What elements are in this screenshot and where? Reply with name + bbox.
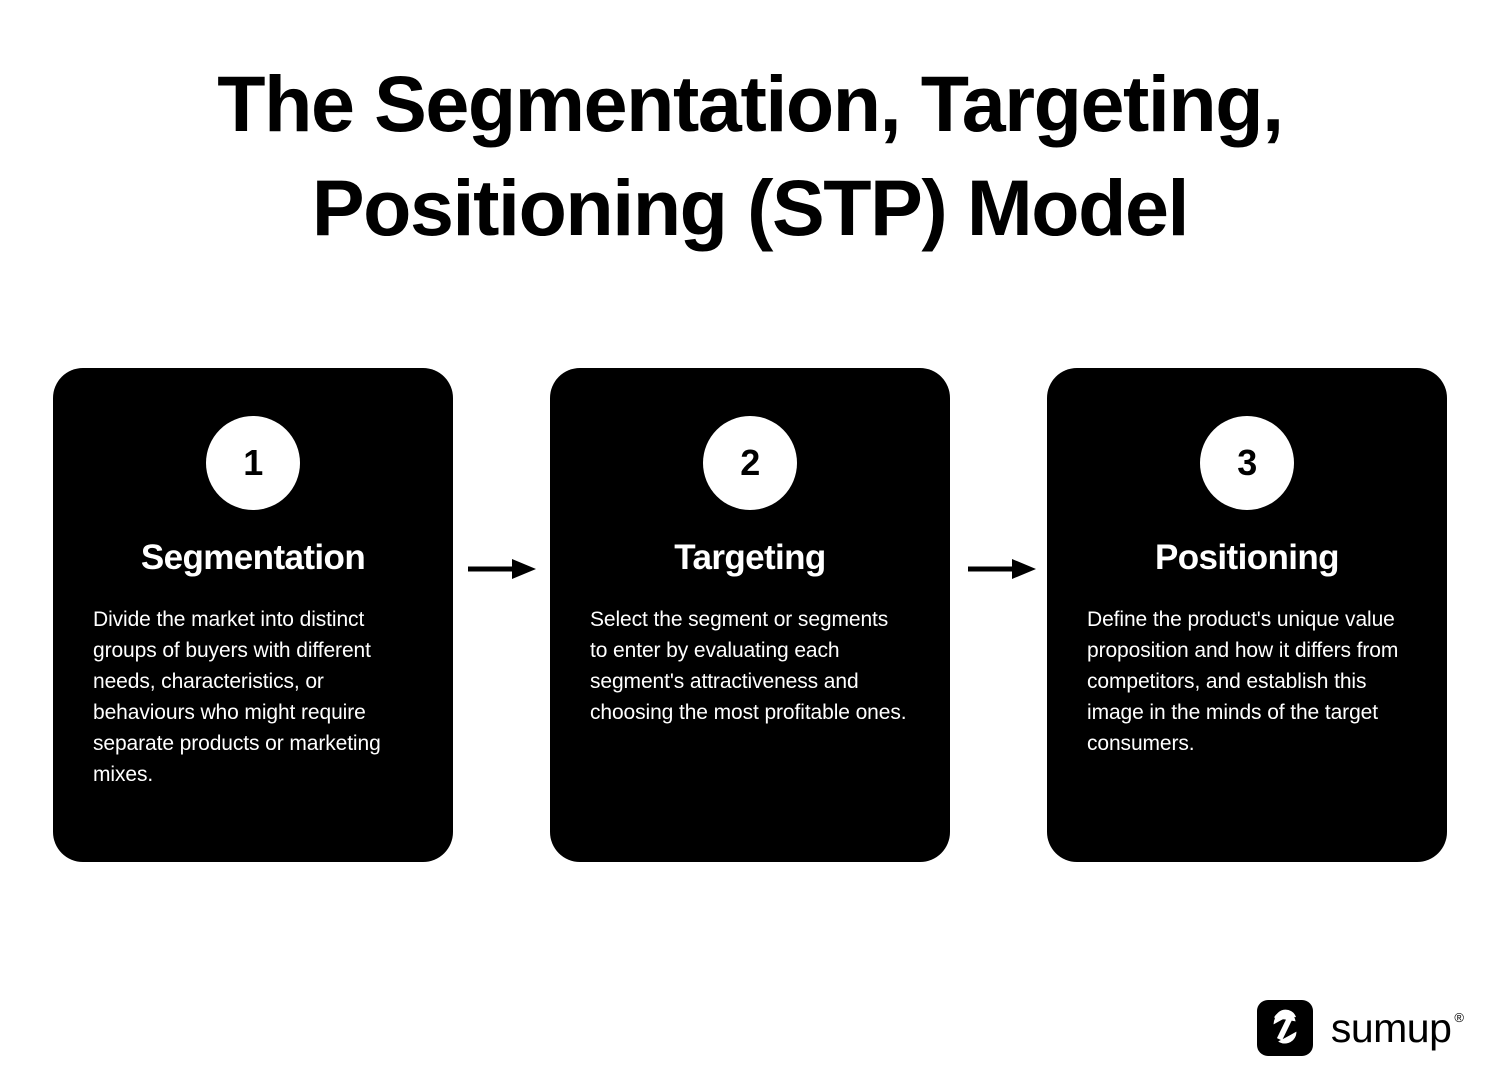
sumup-wordmark-text: sumup — [1330, 1005, 1452, 1051]
step-card-positioning: 3 Positioning Define the product's uniqu… — [1047, 368, 1447, 862]
step-number-badge: 2 — [703, 416, 797, 510]
stp-steps-container: 1 Segmentation Divide the market into di… — [53, 368, 1447, 862]
page-title: The Segmentation, Targeting, Positioning… — [0, 52, 1500, 260]
step-description: Define the product's unique value propos… — [1087, 608, 1399, 755]
step-number: 1 — [243, 442, 263, 483]
arrow-right-icon — [468, 556, 538, 582]
step-card-segmentation: 1 Segmentation Divide the market into di… — [53, 368, 453, 862]
step-number: 2 — [740, 442, 760, 483]
step-heading: Positioning — [1155, 538, 1340, 577]
arrow-right-icon — [968, 556, 1038, 582]
step-heading: Segmentation — [140, 538, 366, 577]
sumup-logo: sumup ® — [1256, 1000, 1464, 1056]
step-card-targeting: 2 Targeting Select the segment or segmen… — [550, 368, 950, 862]
sumup-s-mark-icon — [1256, 1000, 1313, 1056]
registered-trademark-icon: ® — [1454, 1010, 1464, 1025]
sumup-wordmark: sumup ® — [1330, 1005, 1464, 1051]
step-number-badge: 1 — [206, 416, 300, 510]
page-title-line-1: The Segmentation, Targeting, — [217, 59, 1284, 148]
step-description: Select the segment or segments to enter … — [590, 608, 907, 724]
step-number: 3 — [1237, 442, 1257, 483]
step-description: Divide the market into distinct groups o… — [93, 608, 381, 786]
page-title-line-2: Positioning (STP) Model — [311, 163, 1190, 252]
step-heading: Targeting — [674, 538, 826, 577]
step-number-badge: 3 — [1200, 416, 1294, 510]
